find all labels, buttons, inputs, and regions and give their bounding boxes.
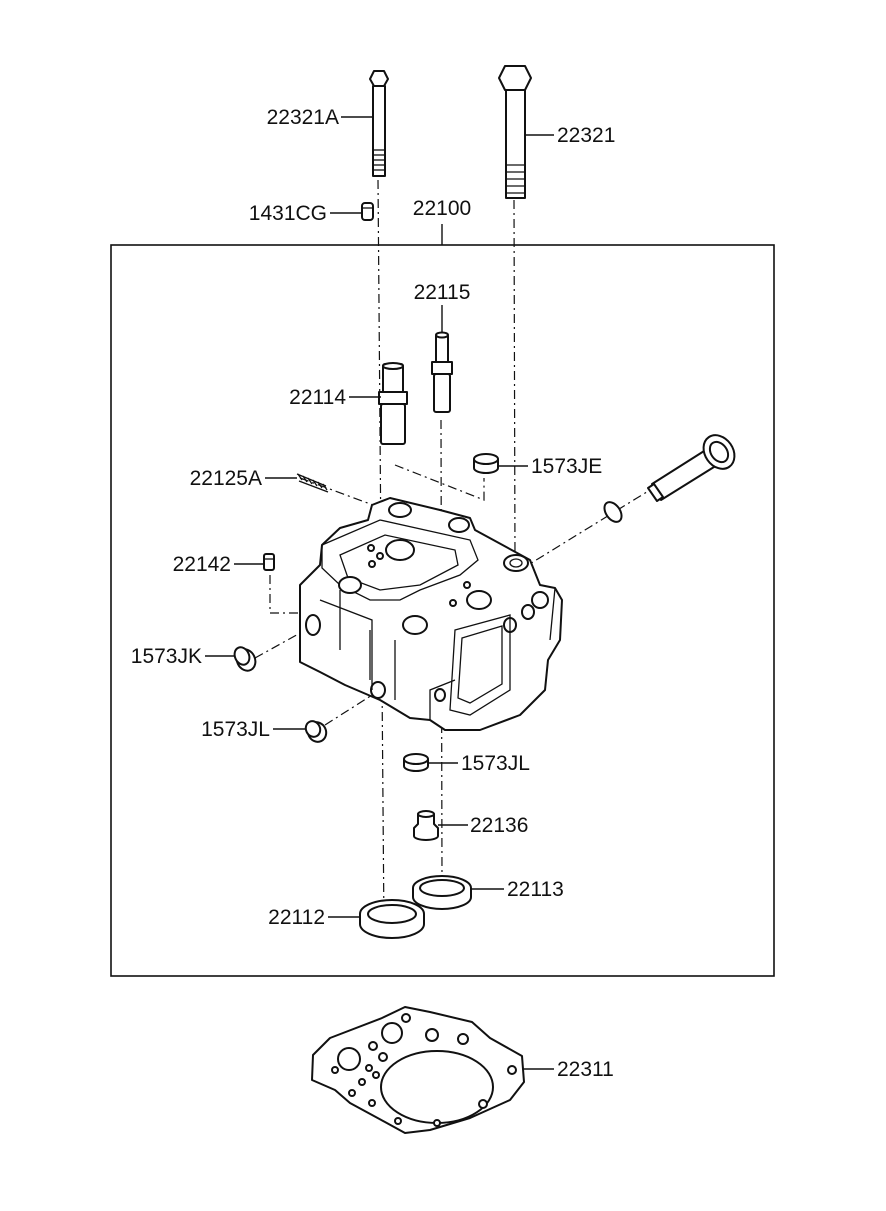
valve-guide-22115 bbox=[431, 331, 453, 413]
label-22136: 22136 bbox=[470, 814, 528, 837]
valve-seat-ring-22113 bbox=[412, 875, 472, 910]
leader-lines bbox=[205, 116, 554, 1070]
head-gasket-22311 bbox=[311, 1006, 525, 1134]
label-22142: 22142 bbox=[173, 553, 231, 576]
valve-seat-ring-22112 bbox=[359, 899, 425, 939]
label-1573JL-lower: 1573JL bbox=[461, 752, 530, 775]
label-22311: 22311 bbox=[557, 1058, 614, 1081]
plug-1573JE bbox=[473, 453, 499, 474]
part-number-labels: 22321A 22321 1431CG 22100 22115 22114 22… bbox=[131, 106, 616, 1081]
label-22114: 22114 bbox=[289, 386, 346, 409]
label-1573JK: 1573JK bbox=[131, 645, 202, 668]
stud-spring-22125A bbox=[296, 473, 329, 493]
plug-1573JK bbox=[233, 646, 257, 672]
label-22113: 22113 bbox=[507, 878, 564, 901]
label-1431CG: 1431CG bbox=[249, 202, 327, 225]
cylinder-head-22100 bbox=[299, 497, 563, 731]
dowel-pin-1431CG bbox=[361, 202, 374, 221]
label-1573JE: 1573JE bbox=[531, 455, 602, 478]
bolt-22321A bbox=[369, 70, 389, 177]
label-22321A: 22321A bbox=[267, 106, 339, 129]
plug-1573JL-left bbox=[304, 720, 328, 743]
label-22321: 22321 bbox=[557, 124, 615, 147]
pin-22142 bbox=[263, 553, 275, 571]
label-22115: 22115 bbox=[414, 281, 471, 304]
bolt-22321 bbox=[498, 65, 532, 199]
injector-sleeve bbox=[603, 434, 736, 523]
valve-guide-22114 bbox=[378, 362, 408, 445]
label-22100: 22100 bbox=[413, 197, 471, 220]
label-22125A: 22125A bbox=[190, 467, 262, 490]
label-22112: 22112 bbox=[268, 906, 325, 929]
seat-22136 bbox=[413, 810, 439, 841]
label-1573JL-left: 1573JL bbox=[201, 718, 270, 741]
plug-1573JL-lower bbox=[403, 753, 429, 772]
